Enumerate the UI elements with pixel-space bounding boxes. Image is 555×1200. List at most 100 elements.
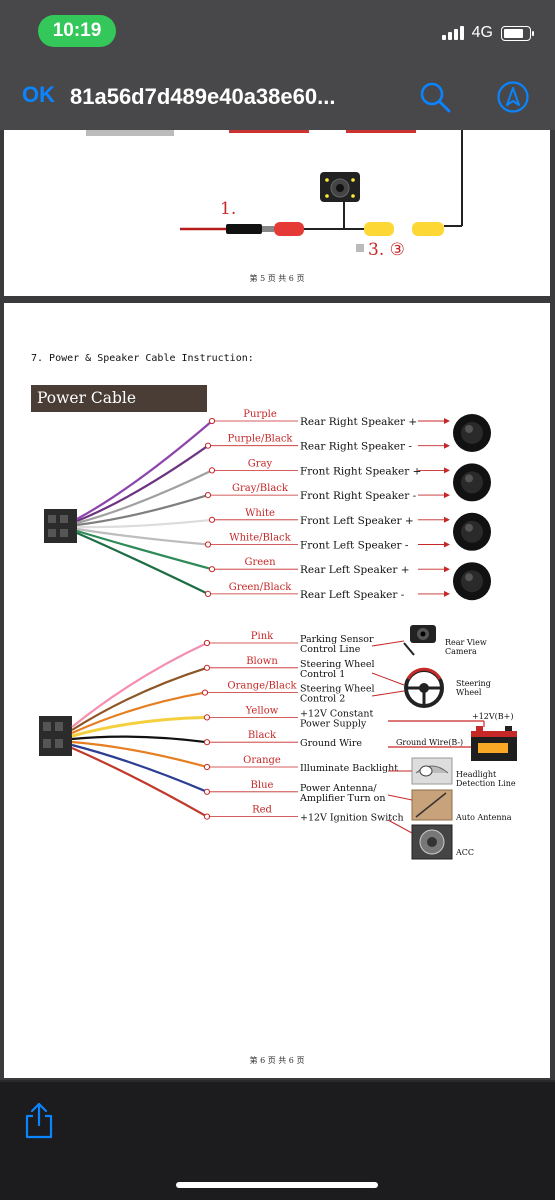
status-right: 4G xyxy=(441,24,534,42)
speaker-wire xyxy=(76,494,209,527)
power-wire-desc-2: Power Supply xyxy=(300,718,367,729)
wire-end xyxy=(201,689,209,696)
wire-end xyxy=(204,492,212,499)
wire-end xyxy=(208,566,216,573)
battery-icon xyxy=(501,25,534,41)
power-wire-desc-1: +12V Constant xyxy=(300,708,374,719)
label-3: 3. ③ xyxy=(368,240,405,260)
arrow-head xyxy=(444,541,450,548)
share-icon[interactable] xyxy=(22,1102,56,1140)
page-6: 7. Power & Speaker Cable Instruction: Po… xyxy=(4,303,550,1078)
speaker-wire-label: Green/Black xyxy=(229,582,293,593)
rear-view-label-2: Camera xyxy=(445,647,477,656)
speaker-wire xyxy=(76,420,213,520)
ground-label: Ground Wire(B-) xyxy=(396,738,463,747)
speaker-wire-label: Gray xyxy=(248,458,273,469)
wire-end xyxy=(203,813,211,820)
power-wire-desc-2: Control 2 xyxy=(300,694,345,705)
search-icon[interactable] xyxy=(418,80,452,114)
power-wire-label: Yellow xyxy=(245,705,279,716)
nav-bar: OK 81a56d7d489e40a38e60... xyxy=(0,62,555,130)
navigate-icon[interactable] xyxy=(496,80,530,114)
headlight-label-1: Headlight xyxy=(456,770,497,779)
headlight-icon xyxy=(411,757,453,785)
wire-end xyxy=(203,788,211,795)
wire-end xyxy=(204,442,212,449)
power-wire-label: Black xyxy=(248,730,277,741)
power-wire xyxy=(71,666,208,731)
speaker-wire-desc: Front Right Speaker - xyxy=(300,490,417,502)
wire-end xyxy=(204,590,212,597)
signal-icon xyxy=(441,26,464,40)
speaker-wire-label: Purple xyxy=(243,409,277,420)
wire-end xyxy=(203,639,211,647)
power-wire xyxy=(71,746,208,818)
speaker-wire-desc: Rear Right Speaker + xyxy=(300,416,417,428)
speaker-wire-desc: Rear Right Speaker - xyxy=(300,441,412,453)
power-wire-desc-2: Control Line xyxy=(300,644,361,655)
wire-end xyxy=(208,417,216,425)
arrow-head xyxy=(444,516,450,523)
power-wire-desc-2: Amplifier Turn on xyxy=(299,793,386,804)
headlight-label-2: Detection Line xyxy=(456,779,516,788)
steering-wheel-icon xyxy=(404,667,444,708)
arrow-head xyxy=(444,442,450,449)
steering-label-2: Wheel xyxy=(456,688,482,697)
acc-switch-icon xyxy=(411,824,453,860)
speaker-icon xyxy=(453,463,491,502)
bottom-toolbar xyxy=(0,1082,555,1200)
document-title: 81a56d7d489e40a38e60... xyxy=(70,84,336,109)
arrow-head xyxy=(444,590,450,597)
power-wire xyxy=(71,715,208,738)
wire-end xyxy=(208,516,216,523)
speaker-connector xyxy=(44,509,77,543)
power-wire-label: Blown xyxy=(246,656,278,667)
page-5-footer: 第 5 页 共 6 页 xyxy=(249,274,305,283)
power-wire-desc-1: Steering Wheel xyxy=(300,684,375,695)
wire-end xyxy=(208,467,216,474)
power-wire-label: Orange/Black xyxy=(227,681,297,692)
arrow-head xyxy=(444,418,450,424)
speaker-wire xyxy=(76,444,209,523)
speaker-wire-desc: Front Left Speaker + xyxy=(300,515,414,527)
speaker-wire-desc: Front Right Speaker + xyxy=(300,465,421,477)
status-time[interactable]: 10:19 xyxy=(38,15,116,47)
speaker-wire xyxy=(76,529,213,571)
rear-camera-icon xyxy=(403,625,436,656)
speaker-wire-desc: Rear Left Speaker - xyxy=(300,589,405,601)
power-wire xyxy=(71,740,208,769)
page-5: 1. 3. ③ 第 5 页 共 6 页 xyxy=(4,130,550,296)
page-6-footer: 第 6 页 共 6 页 xyxy=(249,1056,305,1065)
speaker-wire-label: Purple/Black xyxy=(227,434,293,445)
auto-antenna-label: Auto Antenna xyxy=(455,813,512,822)
speaker-wire-label: White xyxy=(245,508,275,519)
speaker-wire-desc: Rear Left Speaker + xyxy=(300,564,410,576)
speaker-wire xyxy=(76,531,209,595)
power-wire-desc-1: Steering Wheel xyxy=(300,659,375,670)
speaker-icon xyxy=(453,562,491,601)
power-wire-desc-1: Parking Sensor xyxy=(300,634,374,645)
power-wire-desc-1: Ground Wire xyxy=(300,738,362,749)
speaker-wire-label: White/Black xyxy=(229,533,291,544)
home-indicator[interactable] xyxy=(176,1182,378,1188)
network-type: 4G xyxy=(471,24,493,41)
speaker-wire xyxy=(76,527,209,546)
wire-end xyxy=(203,664,211,671)
speaker-icon xyxy=(453,512,491,551)
speaker-wire-label: Green xyxy=(244,557,276,568)
wire-end xyxy=(204,541,212,548)
camera-wiring-diagram: 1. 3. ③ xyxy=(86,130,463,260)
battery-device-icon xyxy=(471,726,517,761)
antenna-icon xyxy=(411,789,453,821)
ok-button[interactable]: OK xyxy=(22,82,55,107)
steering-label-1: Steering xyxy=(456,679,491,688)
power-wire-desc-1: Power Antenna/ xyxy=(300,783,377,794)
arrow-head xyxy=(444,467,450,474)
power-wire-label: Red xyxy=(252,805,272,816)
power-wire-label: Orange xyxy=(243,755,281,766)
arrow-head xyxy=(444,492,450,499)
speaker-wire-desc: Front Left Speaker - xyxy=(300,540,409,552)
speaker-wire xyxy=(76,518,213,529)
